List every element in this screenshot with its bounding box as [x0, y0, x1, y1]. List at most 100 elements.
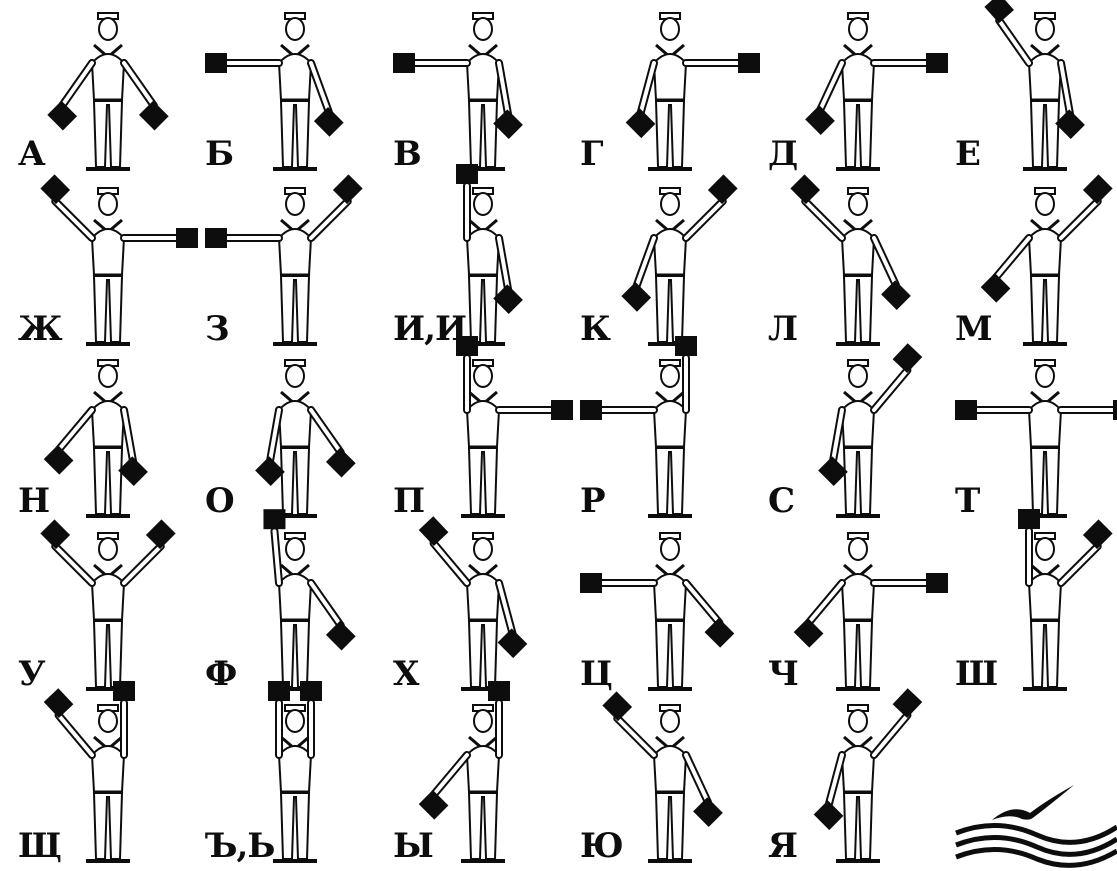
signal-letter: А: [18, 137, 45, 171]
signal-letter: П: [393, 484, 424, 518]
right-flag: [498, 628, 528, 658]
signal-4: Г: [570, 5, 756, 179]
signal-22: Ц: [570, 525, 756, 699]
signal-letter: Г: [580, 137, 602, 171]
left-flag: [621, 282, 651, 312]
signal-letter: Я: [768, 829, 797, 863]
left-flag: [580, 400, 602, 420]
signal-5: Д: [758, 5, 944, 179]
left-flag: [263, 509, 285, 529]
signal-letter: Ж: [18, 312, 62, 346]
signal-7: Ж: [8, 180, 194, 354]
signal-letter: Щ: [18, 829, 61, 863]
signal-letter: Б: [205, 137, 233, 171]
signal-28: Ю: [570, 697, 756, 871]
signal-6: Е: [945, 5, 1117, 179]
signal-letter: Е: [955, 137, 980, 171]
signal-10: К: [570, 180, 756, 354]
signal-letter: Ю: [580, 829, 623, 863]
right-flag: [738, 53, 760, 73]
signal-26: Ъ,Ь: [195, 697, 381, 871]
signal-letter: Ъ,Ь: [205, 829, 274, 863]
signal-1: А: [8, 5, 194, 179]
right-flag: [1055, 109, 1085, 139]
signal-letter: В: [393, 137, 421, 171]
signal-letter: Ы: [393, 829, 433, 863]
left-flag: [580, 573, 602, 593]
right-flag: [326, 448, 356, 478]
signal-25: Щ: [8, 697, 194, 871]
right-flag: [488, 681, 510, 701]
right-flag: [314, 107, 344, 137]
signal-letter: Н: [18, 484, 49, 518]
left-flag: [984, 0, 1014, 23]
left-flag: [255, 456, 285, 486]
left-flag: [268, 681, 290, 701]
signal-20: Ф: [195, 525, 381, 699]
signal-24: Ш: [945, 525, 1117, 699]
signal-letter: Х: [393, 657, 418, 691]
signal-29: Я: [758, 697, 944, 871]
signal-letter: И,И: [393, 312, 466, 346]
right-flag: [300, 681, 322, 701]
signal-letter: Ш: [955, 657, 997, 691]
signal-27: Ы: [383, 697, 569, 871]
left-flag: [794, 618, 824, 648]
signal-13: Н: [8, 352, 194, 526]
right-flag: [139, 101, 169, 131]
signal-2: Б: [195, 5, 381, 179]
left-flag: [419, 790, 449, 820]
right-flag: [675, 336, 697, 356]
left-flag: [981, 273, 1011, 303]
signal-21: Х: [383, 525, 569, 699]
right-flag: [693, 797, 723, 827]
left-flag: [44, 445, 74, 475]
left-flag: [456, 164, 478, 184]
signal-17: С: [758, 352, 944, 526]
right-flag: [705, 618, 735, 648]
right-flag: [493, 109, 523, 139]
left-flag: [955, 400, 977, 420]
signal-23: Ч: [758, 525, 944, 699]
signal-letter: Л: [768, 312, 797, 346]
left-flag: [805, 105, 835, 135]
signal-letter: К: [580, 312, 610, 346]
left-flag: [47, 101, 77, 131]
signal-letter: Ф: [205, 657, 236, 691]
signal-letter: Д: [768, 137, 797, 171]
right-flag: [493, 284, 523, 314]
left-flag: [205, 228, 227, 248]
signal-16: Р: [570, 352, 756, 526]
signal-9: И,И: [383, 180, 569, 354]
signal-14: О: [195, 352, 381, 526]
signal-letter: Т: [955, 484, 979, 518]
signal-3: В: [383, 5, 569, 179]
right-flag: [118, 456, 148, 486]
signal-letter: Ц: [580, 657, 612, 691]
signal-letter: У: [18, 657, 45, 691]
signal-letter: М: [955, 312, 992, 346]
right-flag: [1113, 400, 1117, 420]
left-flag: [393, 53, 415, 73]
left-flag: [1018, 509, 1040, 529]
signal-11: Л: [758, 180, 944, 354]
signal-15: П: [383, 352, 569, 526]
signal-letter: Ч: [768, 657, 798, 691]
signal-letter: З: [205, 312, 229, 346]
right-flag: [326, 621, 356, 651]
left-flag: [814, 800, 844, 830]
right-flag: [113, 681, 135, 701]
left-flag: [205, 53, 227, 73]
signal-letter: С: [768, 484, 794, 518]
signal-18: Т: [945, 352, 1117, 526]
seagull-over-waves-icon: [952, 765, 1117, 869]
right-flag: [881, 280, 911, 310]
left-flag: [456, 336, 478, 356]
signal-19: У: [8, 525, 194, 699]
signal-letter: О: [205, 484, 234, 518]
signal-12: М: [945, 180, 1117, 354]
left-flag: [626, 108, 656, 138]
left-flag: [818, 456, 848, 486]
signal-8: З: [195, 180, 381, 354]
